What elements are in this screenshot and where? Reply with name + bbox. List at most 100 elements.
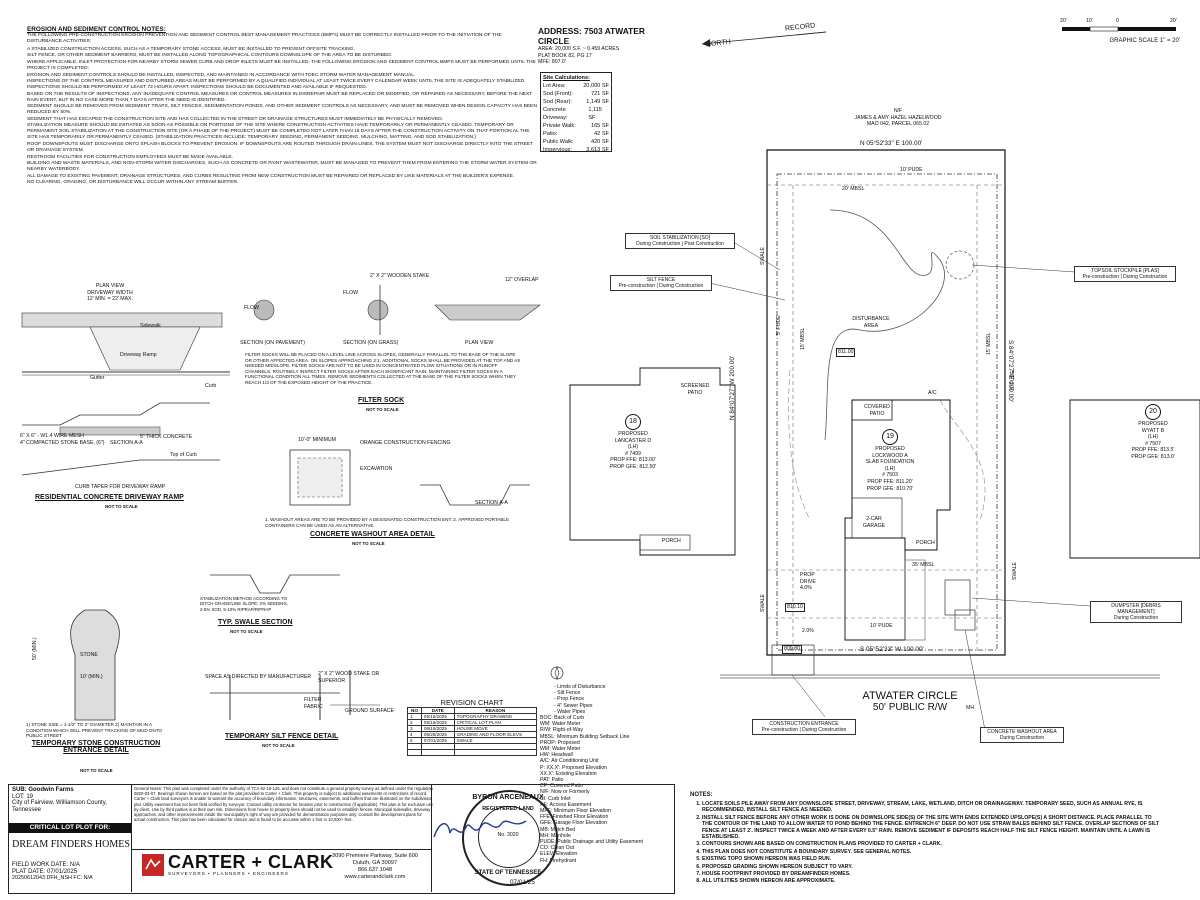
not-to-scale: NOT TO SCALE <box>230 629 263 634</box>
note-item: STABILIZATION MEASURE SHOULD BE INITIATE… <box>27 123 530 141</box>
calc-label: Impervious: <box>543 147 572 153</box>
calc-row: Concrete Driveway:1,115 SF <box>543 106 609 122</box>
legend-item: MFE: Minimum Floor Elevation <box>540 808 611 815</box>
pude-bottom: 10' PUDE <box>870 623 893 629</box>
disturbance-label: DISTURBANCE AREA <box>852 316 890 329</box>
erosion-notes-intro: THE FOLLOWING PRE-CONSTRUCTION EROSION P… <box>27 33 502 44</box>
not-to-scale: NOT TO SCALE <box>352 541 385 546</box>
thick-note: 5" THICK CONCRETE <box>140 434 193 440</box>
legend-item: A/C: Air Conditioning Unit <box>540 758 599 765</box>
stone-detail-title: TEMPORARY STONE CONSTRUCTION ENTRANCE DE… <box>31 740 161 754</box>
legend-item: MB: Mulch Bed <box>540 826 576 833</box>
scale-bar-icon <box>1062 26 1176 32</box>
legend-item: PROP: Proposed <box>540 739 580 746</box>
bearing-north: N 05°52'33" E 100.00' <box>860 140 923 147</box>
calc-value: 1,149 SF <box>586 99 609 105</box>
legend-item: - Silt Fence <box>554 690 581 697</box>
note-item: INSPECTIONS OF THE CONTROL MEASURES AND … <box>27 79 526 91</box>
legend: - Limits of Disturbance- Silt Fence- Pro… <box>540 666 680 864</box>
site-plan <box>569 149 1200 731</box>
note-item: BASED ON THE RESULTS OF INSPECTIONS, ANY… <box>27 91 533 103</box>
bottom-notes-title: NOTES: <box>690 792 713 798</box>
revision-cell <box>407 749 422 756</box>
ac-label: A/C <box>928 390 937 396</box>
stone-notes: 1) STONE SIZE = 1-1/2" TO 2" DIAMETER 2)… <box>26 722 163 739</box>
revision-cell <box>453 749 538 756</box>
flow-label: FLOW <box>244 305 259 311</box>
not-to-scale: NOT TO SCALE <box>366 407 399 412</box>
overlap-note: 12" OVERLAP <box>505 277 539 283</box>
lot18-house <box>569 367 736 556</box>
legend-item: - Prop Fence <box>554 696 584 703</box>
scale-tick: 20' <box>1170 18 1177 24</box>
note-item: SEDIMENT THAT HAS ESCAPED THE CONSTRUCTI… <box>27 116 443 122</box>
calc-value: 420 SF <box>590 139 609 145</box>
section-label: SECTION A-A <box>475 500 508 506</box>
list-item: CONTOURS SHOWN ARE BASED ON CONSTRUCTION… <box>702 841 1160 847</box>
fencing-label: ORANGE CONSTRUCTION FENCING <box>360 440 451 446</box>
calc-row: Sod (Rear): 1,149 SF <box>543 98 609 106</box>
walk <box>904 559 926 641</box>
limits-of-disturbance <box>776 173 998 651</box>
list-item: ALL UTILITIES SHOWN HEREON ARE APPROXIMA… <box>702 878 1160 884</box>
washout-detail-title: CONCRETE WASHOUT AREA DETAIL <box>310 531 435 538</box>
legend-item: ELEV: Elevation <box>540 851 578 858</box>
builder-name: DREAM FINDERS HOMES <box>12 839 130 850</box>
lot-number: 20 <box>1145 404 1161 420</box>
address-title: ADDRESS: 7503 ATWATER CIRCLE <box>538 26 645 46</box>
calc-row: Lot Area:20,000 SF <box>543 82 609 90</box>
scale-text: GRAPHIC SCALE 1" = 20' <box>1109 38 1180 44</box>
company-address: 3090 Premiere Parkway, Suite 600 Duluth,… <box>331 853 419 880</box>
company-name: CARTER + CLARK <box>168 852 334 872</box>
calc-label: Concrete Driveway: <box>543 107 568 121</box>
manhole-label: MH <box>966 705 975 711</box>
garage-label: 2-CAR GARAGE <box>862 516 886 529</box>
seal-top: REGISTERED LAND <box>482 806 534 812</box>
legend-item: PUDE: Public Drainage and Utility Easeme… <box>540 839 643 846</box>
north-arrow-icon <box>701 31 827 47</box>
calc-row: Public Walk:420 SF <box>543 138 609 146</box>
title-divider <box>431 784 432 892</box>
company-logo: CARTER + CLARK SURVEYORS • PLANNERS • EN… <box>142 853 334 876</box>
washout-notes: 1. WASHOUT AREAS ARE TO BE PROVIDED BY A… <box>265 517 510 528</box>
title-divider <box>131 849 431 850</box>
calc-row: Sod (Front):721 SF <box>543 90 609 98</box>
details-drawing <box>21 285 541 721</box>
swale-detail-title: TYP. SWALE SECTION <box>218 619 293 626</box>
swale-label: SWALE <box>1012 562 1018 580</box>
legend-item: CP: Covered Patio <box>540 783 583 790</box>
legend-item: CI: Curb Inlet <box>540 795 571 802</box>
calc-value: 165 SF <box>590 123 609 129</box>
callout-dumpster: DUMPSTER [DEBRIS MANAGEMENT]During Const… <box>1090 601 1182 623</box>
note-item: BUILDING AND WASTE MATERIALS, AND NON-ST… <box>27 160 537 173</box>
concrete-washout <box>954 609 976 631</box>
silt-detail-title: TEMPORARY SILT FENCE DETAIL <box>225 733 339 740</box>
critical-lot-banner: CRITICAL LOT PLOT FOR: <box>9 823 131 833</box>
calc-value: 20,000 SF <box>583 83 609 89</box>
covered-patio <box>851 399 893 421</box>
gutter-label: Gutter <box>90 375 105 381</box>
calc-label: Patio: <box>543 131 558 137</box>
list-item: THIS PLAN DOES NOT CONSTITUTE A BOUNDARY… <box>702 849 1160 855</box>
calc-value: 721 SF <box>590 91 609 97</box>
revision-title: REVISION CHART <box>440 698 504 707</box>
legend-item: BOC: Back of Curb <box>540 715 585 722</box>
mesh-note: 6" X 6" - W1.4 WIRE MESH <box>20 433 84 439</box>
excavation-label: EXCAVATION <box>360 466 393 472</box>
elev-tag: 810.10 <box>785 603 805 612</box>
address-line: AREA: 20,000 S.F. ~ 0.459 ACRES <box>538 46 620 52</box>
note-item: WHERE APPLICABLE, INLET PROTECTION FOR N… <box>27 59 536 72</box>
stone-min: 10' (MIN.) <box>80 674 103 680</box>
curb-label: Curb <box>205 383 217 389</box>
street-name: ATWATER CIRCLE 50' PUBLIC R/W <box>862 690 958 713</box>
covered-patio-label: COVERED PATIO <box>864 404 890 417</box>
note-item: RESTROOM FACILITIES FOR CONSTRUCTION EMP… <box>27 154 233 160</box>
graphic-scale: 20' 10' 0 20' GRAPHIC SCALE 1" = 20' <box>1060 18 1180 45</box>
list-item: LOCATE SOILS PILE AWAY FROM ANY DOWNSLOP… <box>702 801 1160 814</box>
calc-label: Sod (Rear): <box>543 99 572 105</box>
